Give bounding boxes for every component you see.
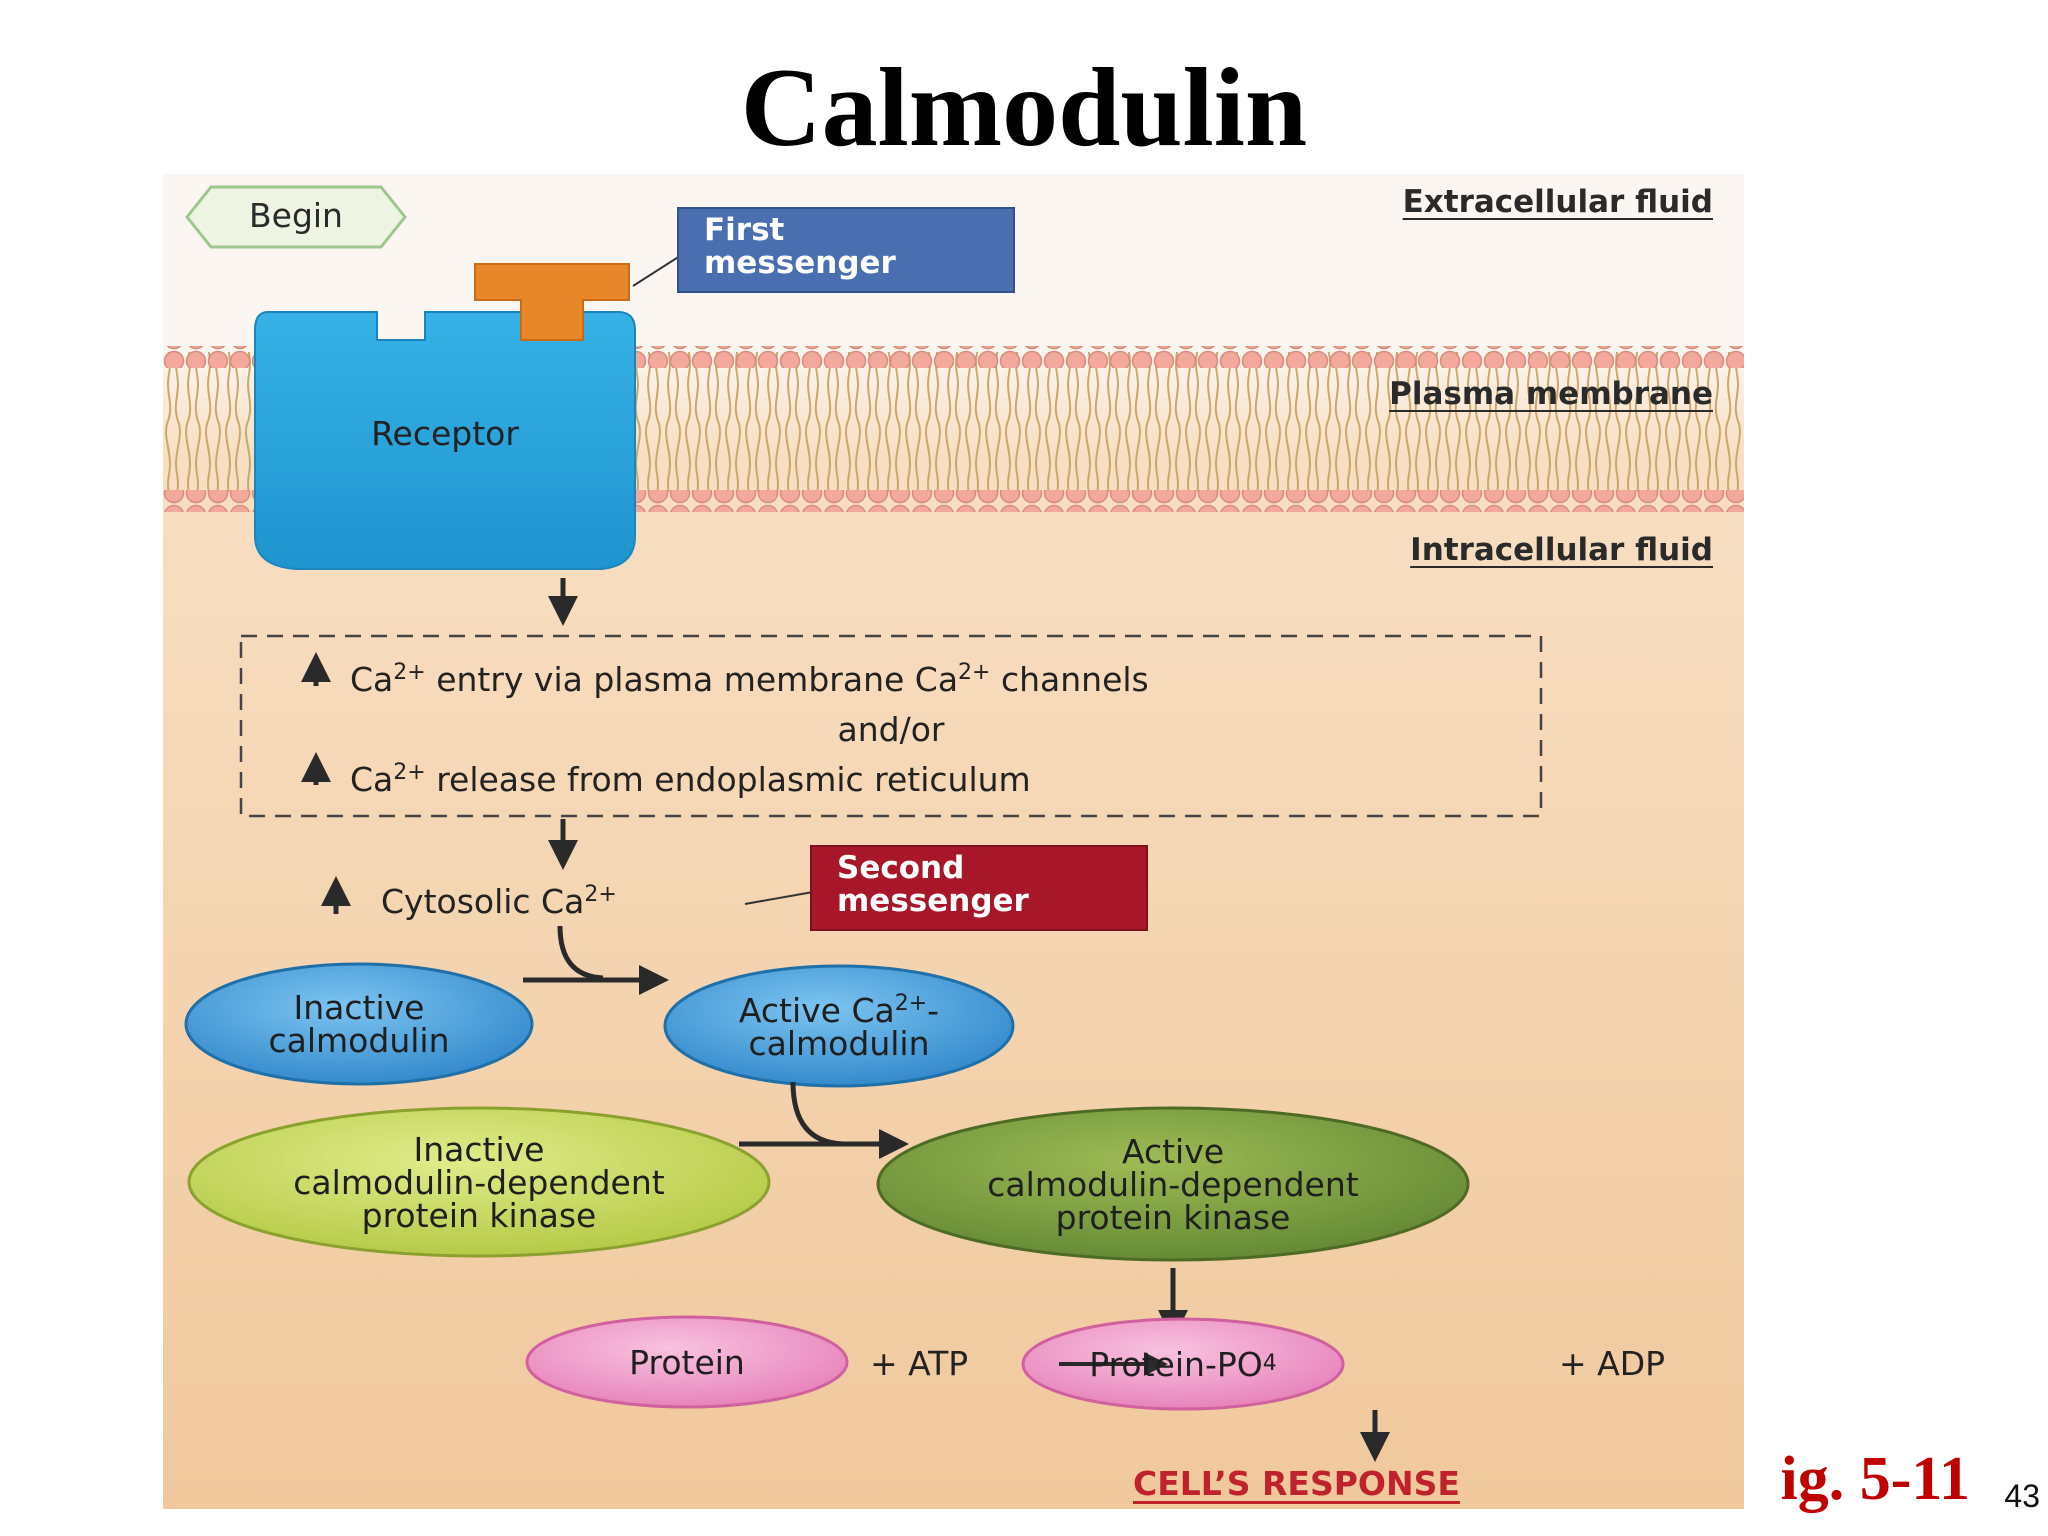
active-calmodulin-shape [663, 964, 1015, 1088]
ca-charge-2: 2+ [958, 660, 991, 685]
second-messenger-box [810, 845, 1148, 931]
cytosolic-calcium: Cytosolic Ca2+ [381, 882, 617, 921]
channels-text: channels [990, 660, 1149, 699]
ca-text: Ca [350, 660, 394, 699]
protein-po4-shape [1021, 1317, 1345, 1411]
ca-text-2: Ca [350, 760, 394, 799]
intracellular-label: Intracellular fluid [1410, 532, 1713, 568]
inactive-calmodulin-shape [184, 962, 534, 1086]
begin-label: Begin [249, 196, 343, 235]
inactive-kinase-line1: Inactive [413, 1129, 545, 1169]
first-messenger-ligand [474, 263, 630, 341]
ca-charge-3: 2+ [393, 760, 426, 785]
receptor-label: Receptor [371, 414, 519, 453]
begin-marker-shape [185, 185, 407, 249]
second-messenger-line2: messenger [837, 882, 1029, 919]
active-kinase-line1: Active [1121, 1131, 1225, 1171]
first-messenger-label: First messenger [704, 214, 896, 279]
active-kinase-line2: calmodulin-dependent [987, 1164, 1359, 1204]
membrane-label: Plasma membrane [1389, 376, 1713, 412]
first-messenger-box [677, 207, 1015, 293]
andor-text: and/or [837, 710, 945, 749]
figure-reference: ig. 5-11 [1780, 1445, 1970, 1513]
second-messenger-label: Second messenger [837, 852, 1029, 917]
ca-charge: 2+ [393, 660, 426, 685]
extracellular-label: Extracellular fluid [1402, 184, 1713, 220]
second-messenger-line1: Second [837, 850, 965, 886]
po4-subscript: 4 [1262, 1351, 1277, 1376]
calmodulin-pathway-figure: Begin Extracellular fluid Plasma membran… [163, 174, 1744, 1509]
active-calmodulin-line2: calmodulin [748, 1023, 930, 1063]
calcium-entry-text: Ca2+ entry via plasma membrane Ca2+ chan… [350, 660, 1149, 699]
cytosolic-text: Cytosolic Ca [381, 882, 585, 921]
first-messenger-line1: First [704, 212, 785, 248]
adp-label: + ADP [1559, 1344, 1666, 1383]
active-ca-text: Active Ca [738, 990, 895, 1030]
slide-title: Calmodulin [740, 46, 1308, 170]
first-messenger-line2: messenger [704, 244, 896, 281]
active-ca-charge: 2+ [894, 990, 928, 1016]
cells-response: CELL’S RESPONSE [1133, 1464, 1460, 1503]
page-number: 43 [2004, 1478, 2040, 1514]
protein-po4-text: Protein-PO [1089, 1344, 1263, 1384]
release-text: release from endoplasmic reticulum [425, 760, 1031, 799]
active-kinase-line3: protein kinase [1055, 1197, 1291, 1237]
diagram-artwork [163, 185, 1744, 1462]
cytosolic-charge: 2+ [584, 882, 617, 907]
entry-text: entry via plasma membrane Ca [425, 660, 959, 699]
inactive-calmodulin-line2: calmodulin [268, 1021, 450, 1060]
inactive-calmodulin: Inactive calmodulin [186, 964, 532, 1084]
active-ca-dash: - [927, 990, 940, 1030]
calcium-release-text: Ca2+ release from endoplasmic reticulum [350, 760, 1031, 799]
active-calmodulin-line1: Active Ca2+- [738, 990, 940, 1030]
inactive-kinase-shape [187, 1106, 771, 1258]
protein: Protein [629, 1342, 745, 1382]
inactive-kinase-line3: protein kinase [361, 1195, 597, 1235]
inactive-kinase: Inactive calmodulin-dependent protein ki… [189, 1108, 769, 1256]
inactive-calmodulin-line1: Inactive [293, 988, 425, 1027]
receptor-shape [254, 311, 636, 570]
active-calmodulin: Active Ca2+- calmodulin [665, 966, 1013, 1086]
atp-label: + ATP [870, 1344, 969, 1383]
inactive-kinase-line2: calmodulin-dependent [293, 1162, 665, 1202]
active-kinase-shape [876, 1106, 1470, 1262]
protein-shape [525, 1315, 849, 1409]
active-kinase: Active calmodulin-dependent protein kina… [878, 1108, 1468, 1260]
